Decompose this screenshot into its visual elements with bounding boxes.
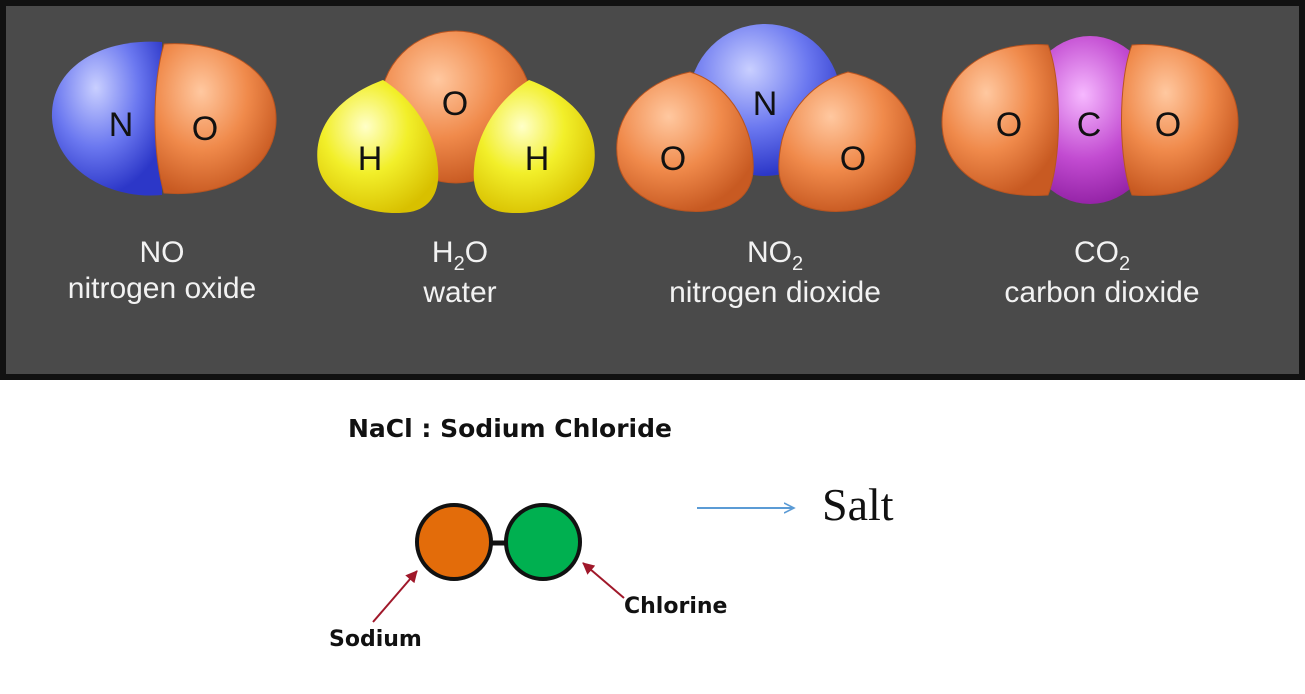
atom-label-h: H — [358, 140, 383, 178]
formula-h2o: H2O — [432, 236, 488, 275]
oxygen-atom-right — [778, 71, 916, 212]
name-no: nitrogen oxide — [68, 272, 256, 305]
molecule-no2: N O O NO2 nitrogen dioxide — [616, 24, 916, 309]
sodium-arrow — [372, 570, 418, 623]
atom-label-o: O — [192, 110, 218, 148]
nacl-title: NaCl : Sodium Chloride — [348, 414, 672, 443]
nacl-diagram-svg — [372, 380, 1305, 623]
name-h2o: water — [422, 276, 496, 309]
chlorine-arrow — [582, 562, 625, 599]
sodium-label: Sodium — [329, 627, 422, 652]
atom-label-o: O — [996, 106, 1022, 144]
atom-label-o: O — [840, 140, 866, 178]
oxygen-atom-right — [1121, 44, 1239, 197]
chlorine-atom — [504, 503, 582, 581]
formula-no2: NO2 — [747, 236, 803, 275]
nacl-diagram — [0, 380, 1305, 689]
sodium-atom — [415, 503, 493, 581]
hydrogen-atom-left — [317, 80, 439, 214]
atom-label-n: N — [753, 85, 778, 123]
atom-label-h: H — [525, 140, 550, 178]
hydrogen-atom-right — [473, 80, 595, 214]
atom-label-c: C — [1077, 106, 1102, 144]
formula-no: NO — [140, 236, 185, 269]
name-no2: nitrogen dioxide — [669, 276, 881, 309]
atom-label-n: N — [109, 106, 134, 144]
molecule-panel: N O NO nitrogen oxide O H H H2O water N … — [0, 0, 1305, 380]
salt-label: Salt — [822, 479, 894, 530]
molecule-h2o: O H H H2O water — [317, 30, 595, 309]
oxygen-atom-left — [616, 71, 754, 212]
formula-co2: CO2 — [1074, 236, 1130, 275]
nitrogen-atom — [51, 41, 163, 196]
chlorine-label: Chlorine — [624, 594, 728, 619]
atom-label-o: O — [442, 85, 468, 123]
atom-label-o: O — [660, 140, 686, 178]
molecule-no: N O NO nitrogen oxide — [51, 41, 277, 305]
atom-label-o: O — [1155, 106, 1181, 144]
molecule-panel-svg: N O NO nitrogen oxide O H H H2O water N … — [0, 0, 1305, 380]
molecule-co2: O C O CO2 carbon dioxide — [941, 36, 1239, 309]
oxygen-atom-left — [941, 44, 1059, 197]
name-co2: carbon dioxide — [1004, 276, 1199, 309]
oxygen-atom — [154, 43, 277, 195]
